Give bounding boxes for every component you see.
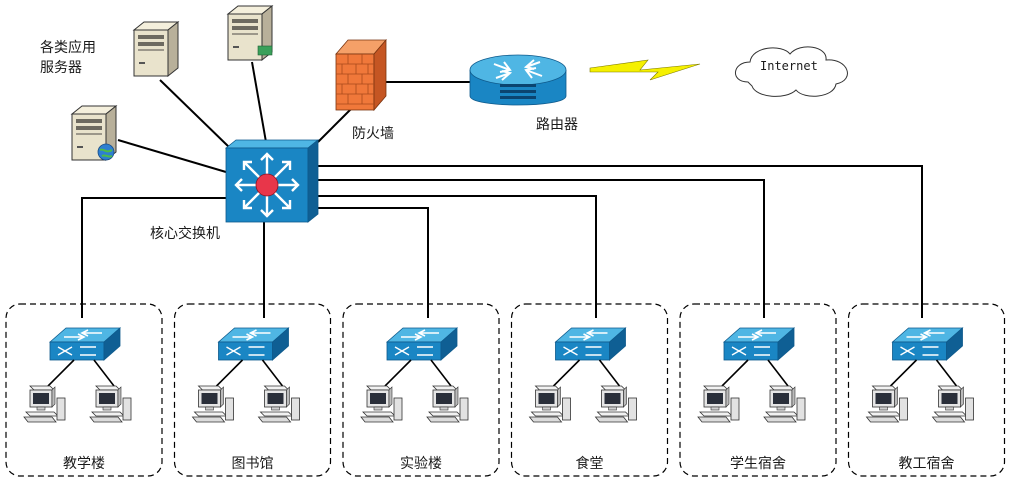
pc-icon <box>697 385 740 423</box>
firewall-label: 防火墙 <box>352 126 394 142</box>
pc-icon <box>932 385 974 423</box>
pc-icon <box>23 385 66 423</box>
pc-icon <box>89 385 132 423</box>
internet-label: Internet <box>760 59 818 73</box>
core-center-dot <box>255 173 279 197</box>
pc-icon <box>595 385 637 423</box>
pc-icon <box>866 385 908 423</box>
core-switch-icon <box>224 139 320 223</box>
zone-boundary <box>342 303 500 477</box>
access-switch-icon <box>386 327 458 361</box>
access-switch-icon <box>217 327 290 361</box>
zone-boundary <box>510 303 669 477</box>
servers-label-line2: 服务器 <box>40 60 82 76</box>
pc-icon <box>763 385 806 423</box>
zones-layer <box>5 303 1006 477</box>
pc-link <box>935 359 958 387</box>
router-icon <box>469 54 567 106</box>
zone-label: 图书馆 <box>231 456 274 472</box>
pc-icon <box>258 385 300 423</box>
access-switch-icon <box>891 327 964 361</box>
zone-boundary <box>5 303 163 477</box>
server-icon <box>133 21 179 77</box>
connection-lines <box>81 61 923 318</box>
pc-link <box>93 359 115 387</box>
zone-boundary <box>847 303 1006 477</box>
zone-label: 教学楼 <box>63 456 105 472</box>
pc-icon <box>360 385 403 423</box>
cloud-icon <box>735 46 848 97</box>
router-label: 路由器 <box>536 117 578 133</box>
server-icon <box>227 5 273 61</box>
zone-label: 食堂 <box>575 456 604 472</box>
server-icon <box>71 105 117 161</box>
servers-label-line1: 各类应用 <box>40 40 96 56</box>
pc-link <box>767 359 789 387</box>
zone-boundary <box>679 303 837 477</box>
access-switch-icon <box>49 327 121 361</box>
zone-label: 学生宿舍 <box>730 456 786 472</box>
zone-5 <box>679 303 837 477</box>
pc-link <box>721 359 749 387</box>
zone-2 <box>173 303 332 477</box>
lightning-icon <box>589 59 701 81</box>
core-switch-label: 核心交换机 <box>150 226 220 242</box>
zone-6 <box>847 303 1006 477</box>
zone-1 <box>5 303 163 477</box>
zone-label: 实验楼 <box>400 456 442 472</box>
zone-3 <box>342 303 500 477</box>
firewall-icon <box>335 38 387 112</box>
pc-icon <box>192 385 234 423</box>
pc-link <box>430 359 452 387</box>
pc-link <box>384 359 412 387</box>
pc-link <box>215 359 244 387</box>
pc-link <box>261 359 284 387</box>
pc-link <box>889 359 918 387</box>
pc-link <box>598 359 621 387</box>
zone-boundary <box>173 303 332 477</box>
pc-icon <box>426 385 469 423</box>
zone-label: 教工宿舍 <box>898 456 955 472</box>
network-card-icon <box>257 45 273 56</box>
pc-link <box>47 359 75 387</box>
pc-link <box>552 359 581 387</box>
zone-4 <box>510 303 669 477</box>
access-switch-icon <box>554 327 627 361</box>
pc-icon <box>529 385 571 423</box>
access-switch-icon <box>723 327 795 361</box>
